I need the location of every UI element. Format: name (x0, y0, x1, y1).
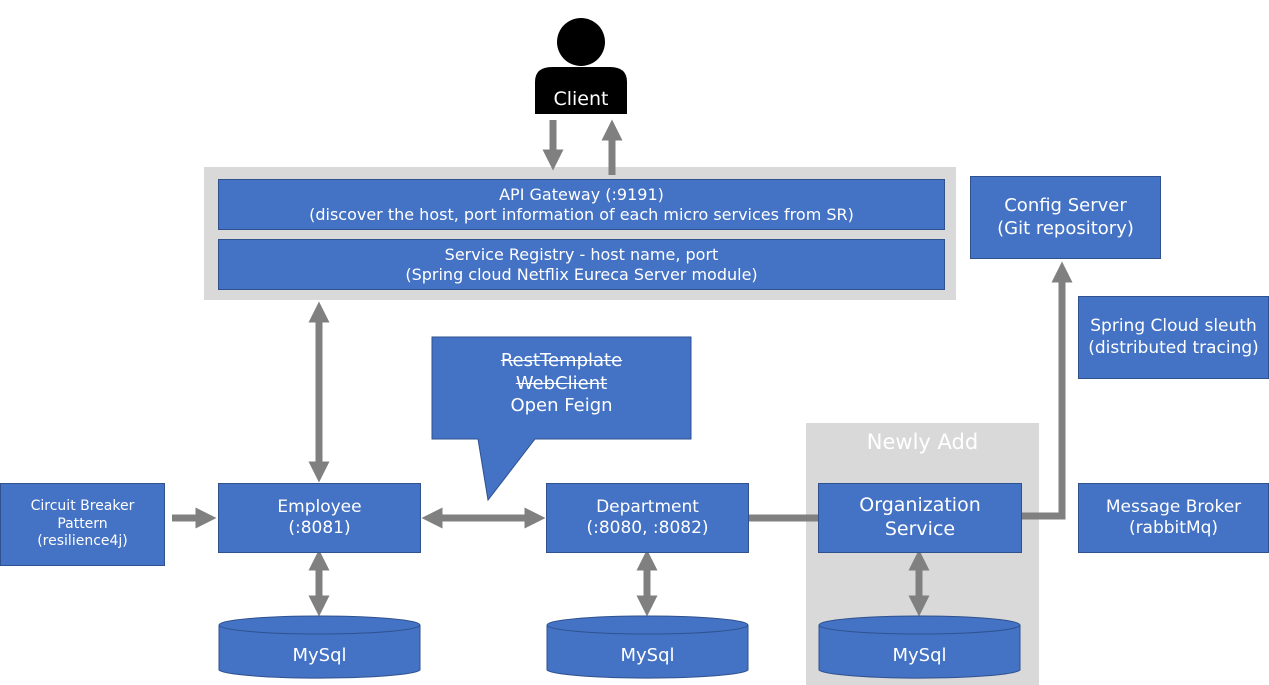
api-gateway-title: API Gateway (:9191) (499, 184, 664, 204)
client-person-icon (535, 18, 627, 114)
message-broker-title: Message Broker (1105, 496, 1242, 517)
organization-subtitle: Service (884, 518, 956, 540)
callout-bubble (431, 336, 692, 502)
newly-add-label: Newly Add (866, 430, 979, 454)
message-broker-subtitle: (rabbitMq) (1128, 518, 1219, 538)
organization-db-label: MySql (892, 645, 947, 666)
sleuth-title: Spring Cloud sleuth (1090, 316, 1257, 337)
config-server-subtitle: (Git repository) (997, 217, 1134, 239)
circuit-breaker-line3: (resilience4j) (37, 533, 128, 550)
employee-service-box: Employee (:8081) (218, 483, 421, 553)
employee-port: (:8081) (288, 518, 351, 538)
callout-resttemplate: RestTemplate (500, 350, 623, 371)
sleuth-box: Spring Cloud sleuth (distributed tracing… (1078, 296, 1269, 379)
circuit-breaker-line2: Pattern (57, 515, 108, 532)
api-gateway-description: (discover the host, port information of … (309, 204, 854, 224)
circuit-breaker-line1: Circuit Breaker (30, 498, 135, 515)
department-db-cylinder (546, 615, 749, 679)
callout-text: RestTemplate WebClient Open Feign (432, 350, 691, 418)
employee-db-cylinder (218, 615, 421, 679)
service-registry-description: (Spring cloud Netflix Eureca Server modu… (405, 264, 758, 284)
circuit-breaker-box: Circuit Breaker Pattern (resilience4j) (0, 483, 165, 566)
employee-title: Employee (277, 496, 362, 517)
api-gateway-box: API Gateway (:9191) (discover the host, … (218, 179, 945, 230)
message-broker-box: Message Broker (rabbitMq) (1078, 483, 1269, 553)
sleuth-subtitle: (distributed tracing) (1088, 337, 1259, 358)
department-title: Department (596, 496, 699, 517)
organization-config-arrow (1022, 261, 1073, 520)
service-registry-box: Service Registry - host name, port (Spri… (218, 239, 945, 290)
config-server-title: Config Server (1004, 195, 1127, 216)
organization-service-box: Organization Service (818, 483, 1022, 553)
client-label: Client (553, 88, 609, 110)
organization-db-cylinder (818, 615, 1021, 679)
callout-webclient: WebClient (515, 372, 608, 394)
department-db-label: MySql (620, 645, 675, 666)
department-ports: (:8080, :8082) (586, 518, 709, 538)
service-registry-title: Service Registry - host name, port (444, 244, 719, 264)
department-service-box: Department (:8080, :8082) (546, 483, 749, 553)
config-server-box: Config Server (Git repository) (970, 176, 1161, 259)
employee-db-label: MySql (292, 645, 347, 666)
organization-title: Organization (859, 494, 981, 517)
callout-openfeign: Open Feign (510, 395, 613, 416)
